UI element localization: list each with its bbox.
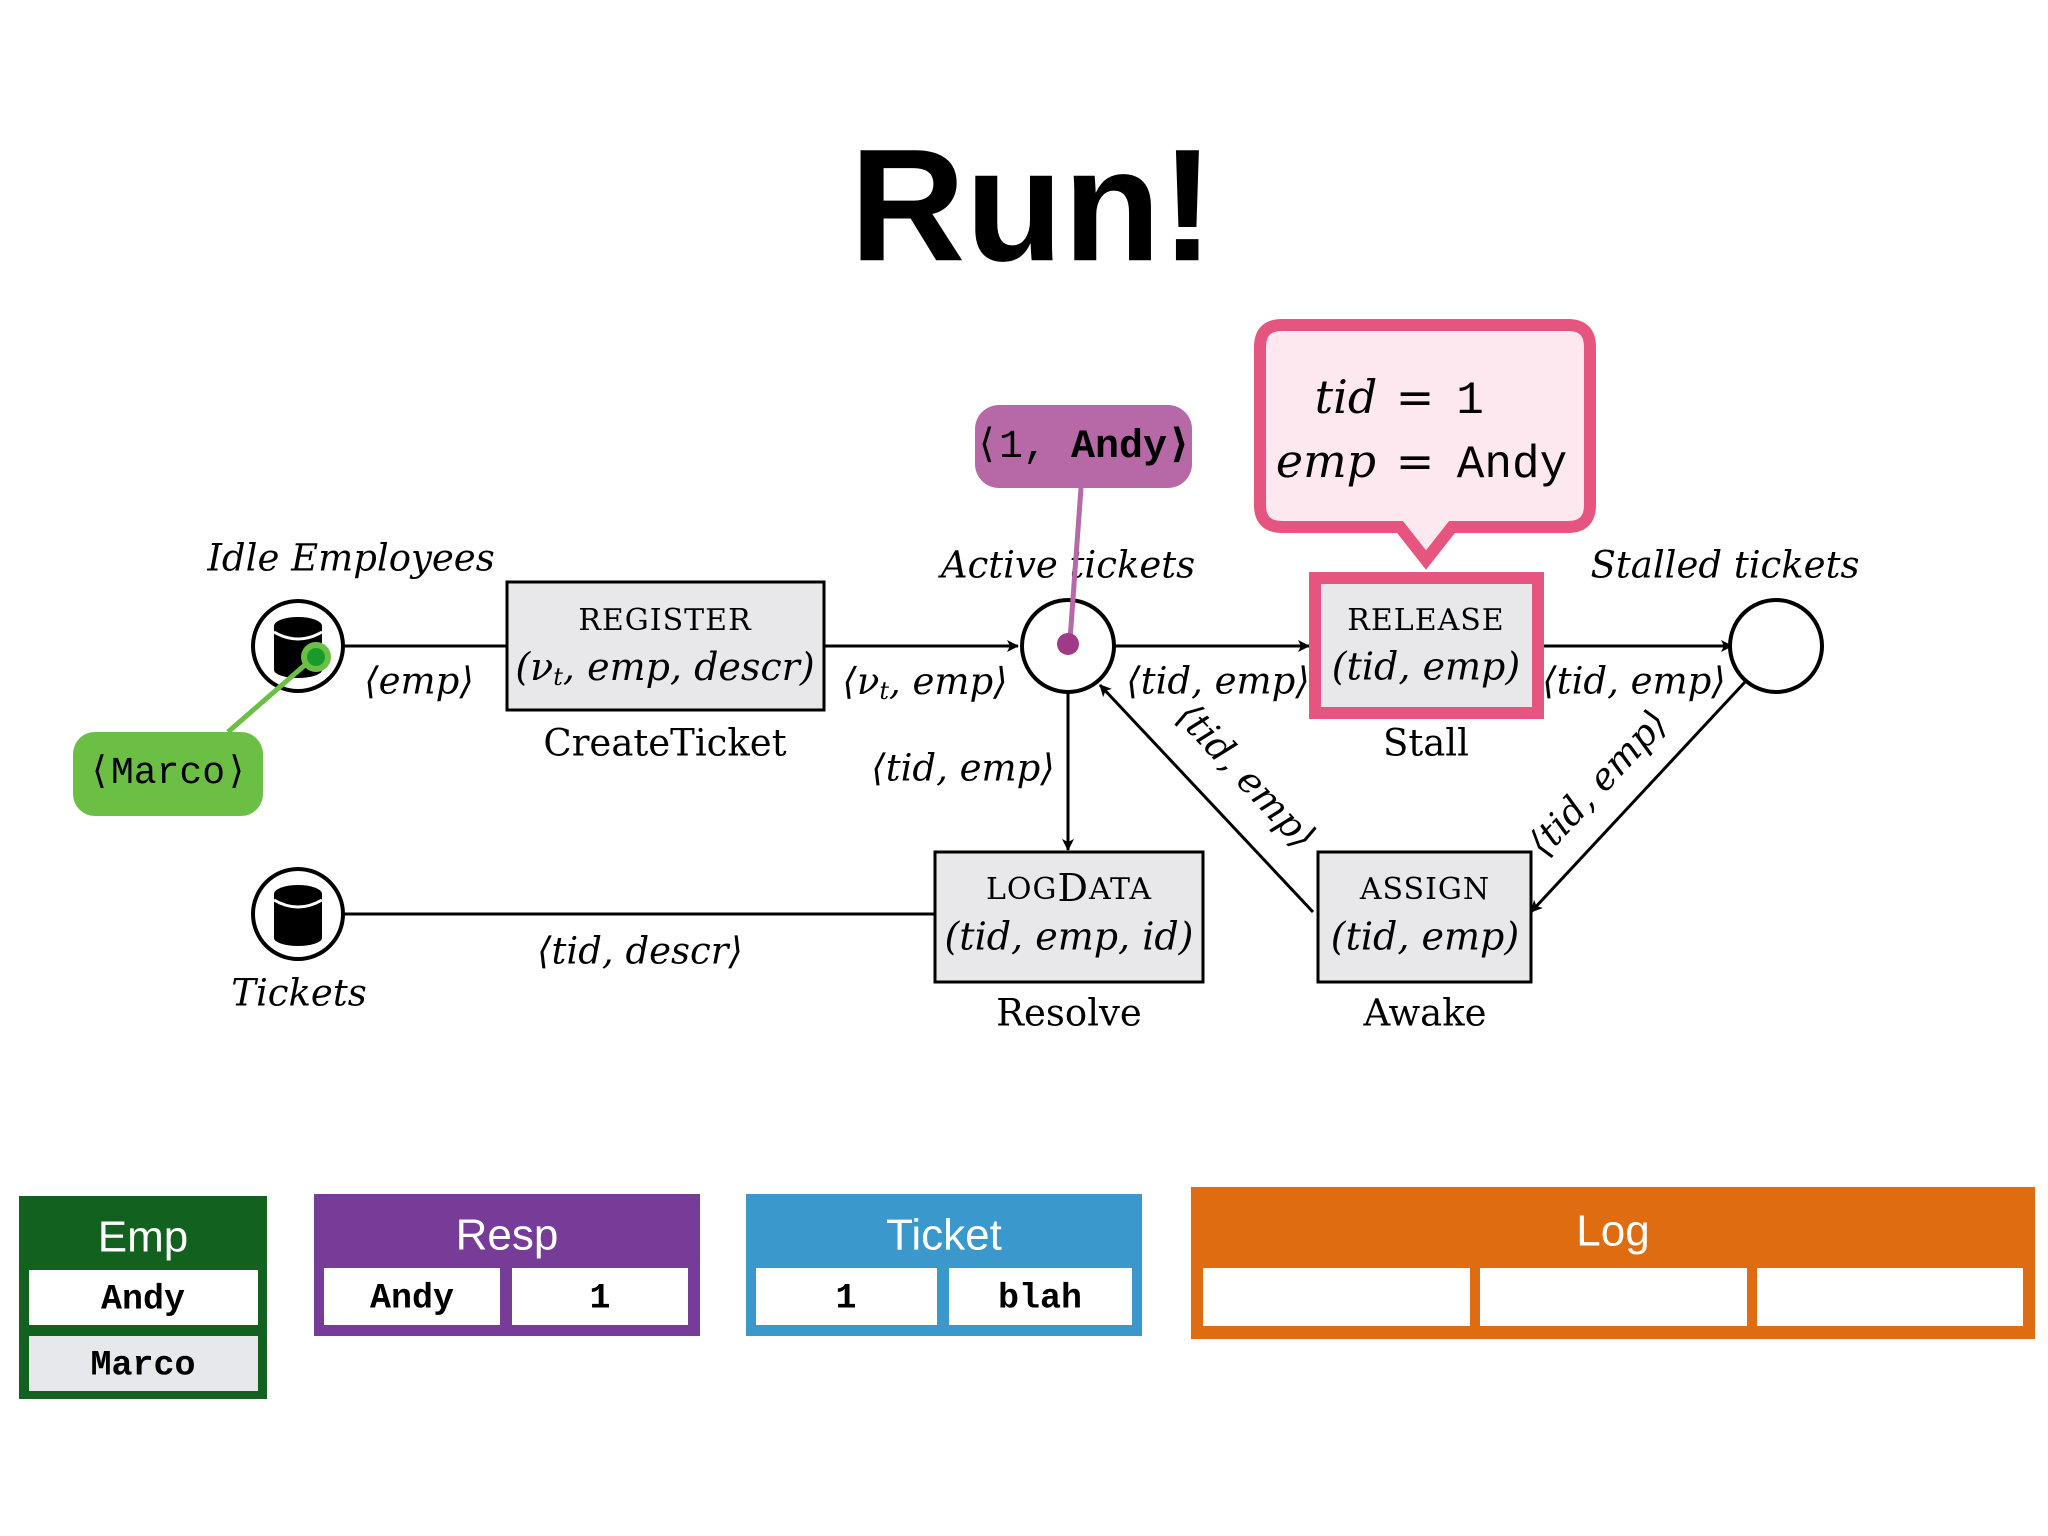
- arc-stalled-assign: [1529, 680, 1747, 914]
- transition-caption: Stall: [1383, 722, 1469, 765]
- table-name: Resp: [456, 1211, 559, 1260]
- arc-label-assign-active: ⟨tid, emp⟩: [1168, 694, 1325, 857]
- transition-params: (νt, emp, descr): [515, 645, 814, 691]
- transition-params: (tid, emp): [1331, 915, 1519, 959]
- transition-name: REGISTER: [578, 603, 752, 638]
- table-log: Log: [1191, 1187, 2035, 1339]
- place-stalled-tickets: Stalled tickets: [1591, 544, 1860, 694]
- arc-label-tickets-logdata: ⟨tid, descr⟩: [537, 930, 743, 973]
- token-dot: [307, 648, 325, 666]
- table-cell-bg: [324, 1268, 500, 1325]
- arcs: [344, 640, 1747, 916]
- table-emp: Emp Andy Marco: [19, 1196, 267, 1399]
- table-row: [29, 1336, 258, 1391]
- arc-label-release-stalled: ⟨tid, emp⟩: [1542, 660, 1725, 703]
- transition-caption: Resolve: [996, 992, 1142, 1035]
- database-icon: [273, 885, 323, 946]
- transition-box: [1316, 850, 1533, 984]
- place-tickets: Tickets: [231, 867, 367, 1015]
- arc-assign-active: [1098, 683, 1315, 914]
- transition-assign: ASSIGN (tid, emp) Awake: [1316, 850, 1533, 1035]
- table-cell-bg: [512, 1268, 688, 1325]
- token-bubble: [73, 732, 263, 816]
- binding-tid-var: tid: [1315, 370, 1378, 424]
- token-text: ⟨1, Andy⟩: [975, 425, 1191, 470]
- token-active: ⟨1, Andy⟩: [975, 405, 1192, 655]
- token-bubble: [975, 405, 1192, 488]
- arc-label-register-active: ⟨νt, emp⟩: [842, 660, 1007, 705]
- arc-label-active-logdata: ⟨tid, emp⟩: [871, 747, 1054, 790]
- transition-name: RELEASE: [1347, 603, 1504, 638]
- table-cell-bg: [1757, 1268, 2023, 1326]
- transition-name: LOGDATA: [986, 866, 1152, 910]
- table-cell: 1: [835, 1278, 856, 1318]
- table-ticket: Ticket 1 blah: [746, 1194, 1142, 1336]
- callout-box: [1254, 319, 1596, 570]
- place-label: Stalled tickets: [1591, 544, 1860, 587]
- table-cell: 1: [589, 1278, 610, 1318]
- token-text: ⟨Marco⟩: [88, 752, 248, 795]
- table-row: [29, 1270, 258, 1325]
- page-title: Run!: [850, 115, 1214, 294]
- token-marco: ⟨Marco⟩: [73, 642, 331, 816]
- transition-params: (tid, emp, id): [944, 915, 1193, 959]
- token-dot: [1057, 633, 1079, 655]
- arc-label-active-release: ⟨tid, emp⟩: [1126, 660, 1309, 703]
- table-cell: Andy: [101, 1279, 185, 1319]
- binding-tid-val: 1: [1456, 375, 1484, 427]
- table-cell: Andy: [370, 1278, 454, 1318]
- place-label: Tickets: [231, 972, 366, 1015]
- transition-name: ASSIGN: [1359, 872, 1490, 907]
- table-cell: Marco: [90, 1345, 195, 1385]
- binding-tid-eq: =: [1396, 370, 1435, 424]
- binding-emp-val: Andy: [1457, 439, 1567, 491]
- table-cell: blah: [998, 1278, 1082, 1318]
- table-name: Emp: [98, 1213, 188, 1262]
- transition-box: [933, 850, 1205, 984]
- table-cell-bg: [1203, 1268, 1470, 1326]
- transition-release: RELEASE (tid, emp) Stall: [1309, 572, 1544, 765]
- transition-register: REGISTER (νt, emp, descr) CreateTicket: [505, 580, 826, 765]
- binding-emp-var: emp: [1276, 434, 1376, 488]
- table-cell-bg: [1480, 1268, 1747, 1326]
- table-cell-bg: [756, 1268, 937, 1325]
- table-name: Ticket: [886, 1211, 1002, 1260]
- transition-box: [505, 580, 826, 712]
- transition-box: [1315, 578, 1538, 713]
- binding-callout: tid = 1 emp = Andy: [1254, 319, 1596, 570]
- transition-logdata: LOGDATA (tid, emp, id) Resolve: [933, 850, 1205, 1035]
- arc-label-idle-register: ⟨emp⟩: [364, 660, 474, 703]
- table-name: Log: [1576, 1207, 1649, 1256]
- place-circle: [1728, 598, 1824, 694]
- transition-params: (tid, emp): [1332, 645, 1520, 689]
- table-resp: Resp Andy 1: [314, 1194, 700, 1336]
- place-label: Idle Employees: [206, 537, 494, 580]
- transition-caption: Awake: [1362, 992, 1486, 1035]
- table-cell-bg: [949, 1268, 1132, 1325]
- transition-caption: CreateTicket: [543, 722, 786, 765]
- place-label: Active tickets: [938, 544, 1195, 587]
- binding-emp-eq: =: [1396, 434, 1435, 488]
